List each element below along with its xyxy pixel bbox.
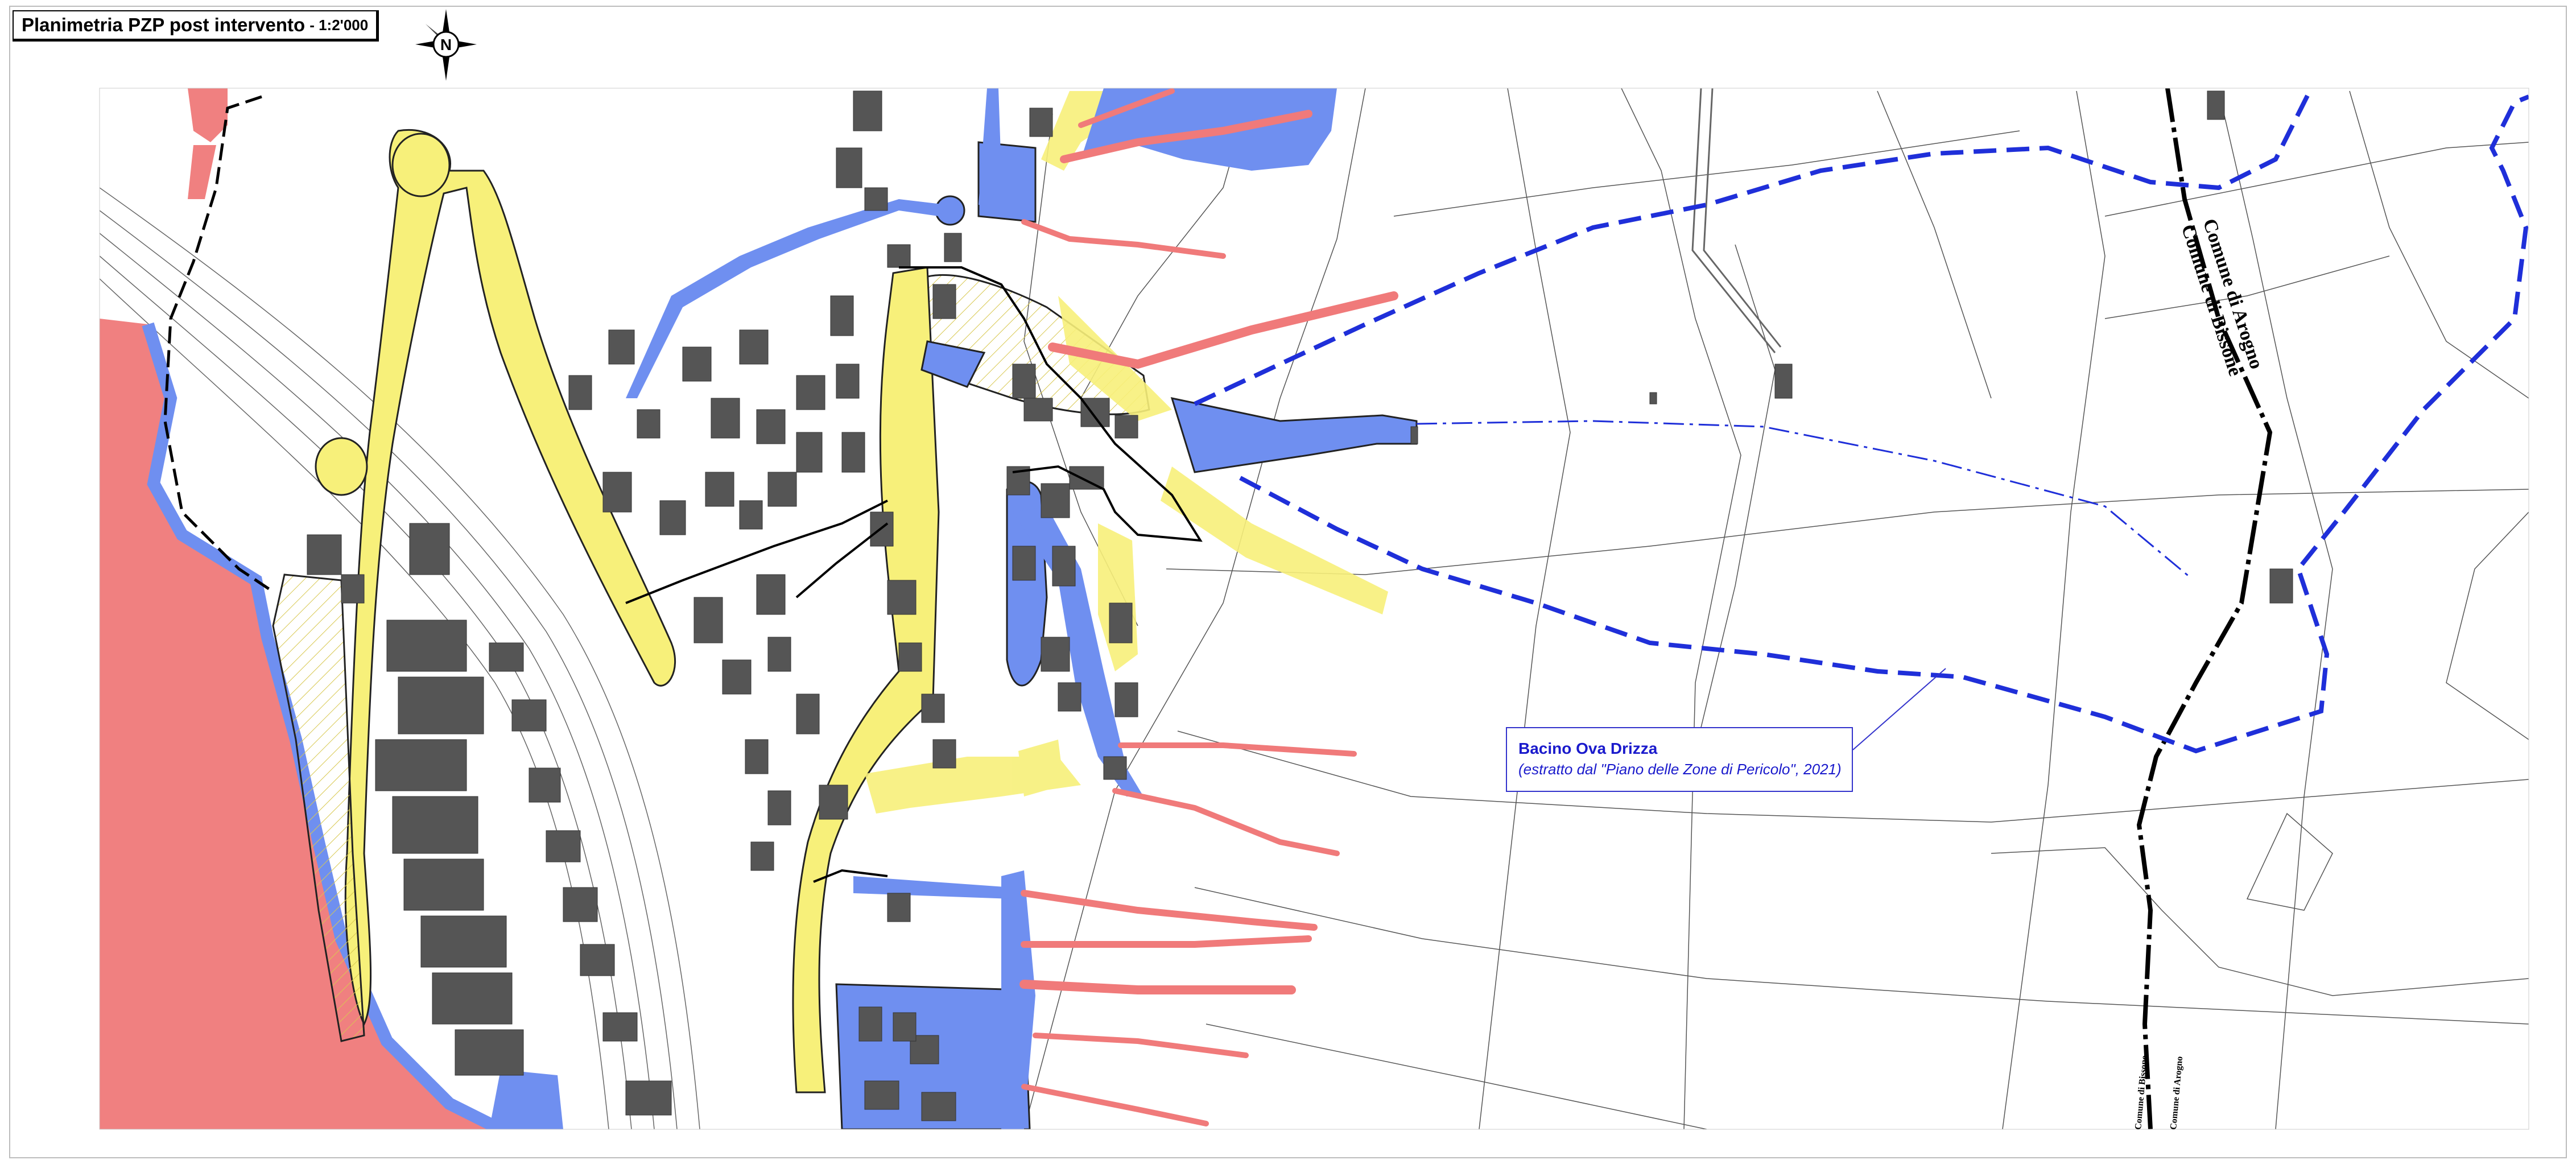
map-title: Planimetria PZP post intervento - 1:2'00… bbox=[13, 10, 379, 42]
lake-top-red bbox=[188, 88, 228, 142]
sheet-frame bbox=[9, 6, 2567, 1158]
scale-text: - 1:2'000 bbox=[309, 16, 369, 34]
title-text: Planimetria PZP post intervento bbox=[22, 14, 306, 35]
compass-rose-icon: N bbox=[415, 9, 477, 81]
lake-top-red-2 bbox=[188, 145, 216, 199]
cadastral-lines bbox=[1023, 88, 2529, 1129]
municipal-border bbox=[163, 88, 2273, 1129]
perimeter-lines bbox=[625, 266, 1203, 883]
north-letter: N bbox=[440, 36, 452, 53]
lake-shore-blue-band bbox=[142, 322, 503, 1129]
legend-box: Bacino Ova Drizza (estratto dal "Piano d… bbox=[1506, 727, 1853, 792]
hazard-zones-red bbox=[1019, 88, 1398, 1126]
watercourse-ova-drizza bbox=[1416, 420, 2191, 579]
buildings bbox=[307, 90, 2293, 1121]
legend-subtitle: (estratto dal "Piano delle Zone di Peric… bbox=[1518, 761, 1842, 778]
basin-boundary bbox=[1194, 90, 2529, 754]
lake-lugano bbox=[100, 319, 501, 1129]
legend-title: Bacino Ova Drizza bbox=[1518, 740, 1658, 757]
legend-leader-line bbox=[1852, 668, 1946, 750]
